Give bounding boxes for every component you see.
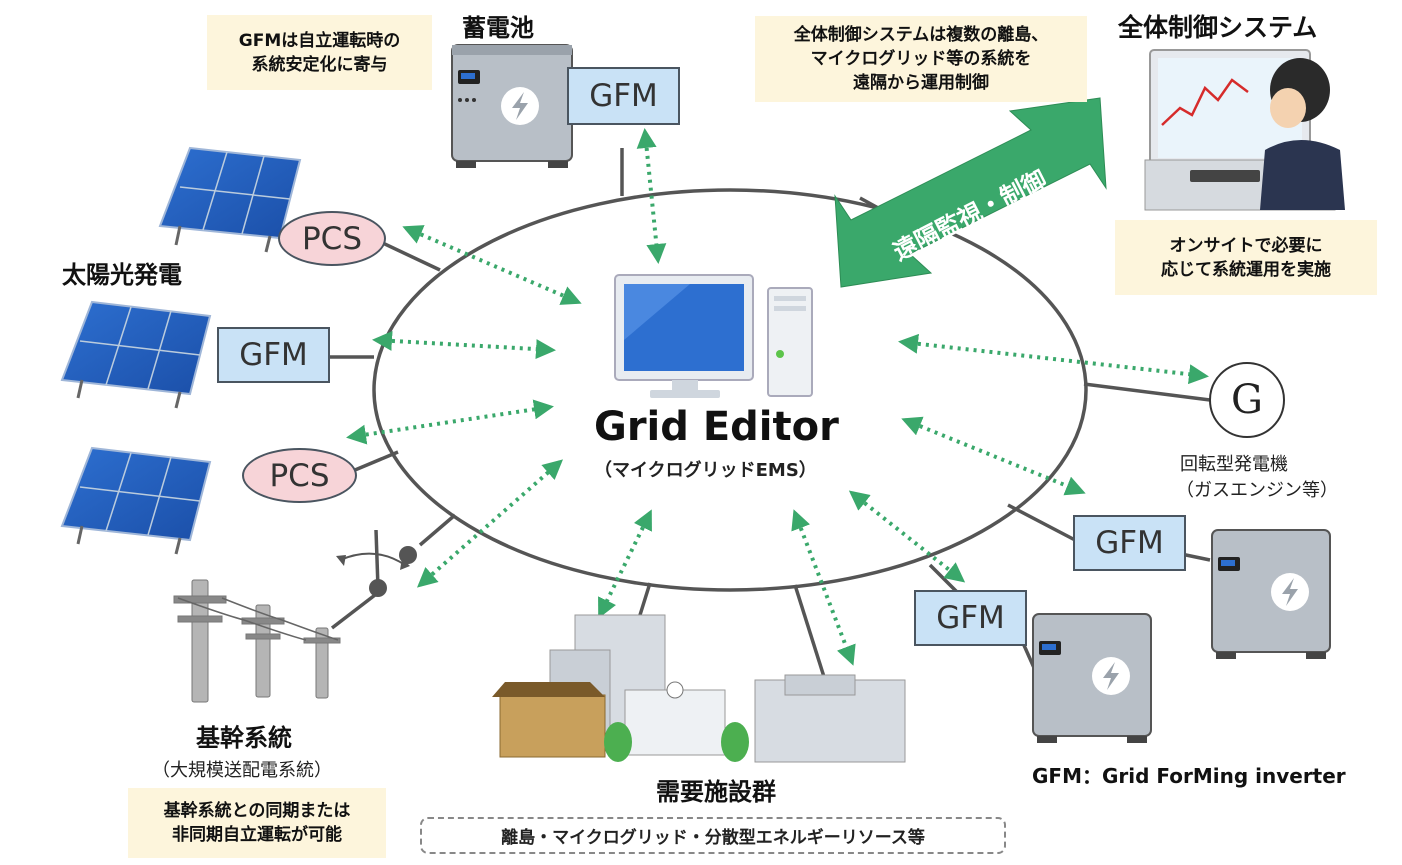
battery-icon-right-upper [1211,529,1331,659]
dotted-arrows [346,128,1209,666]
center-subtitle: （マイクログリッドEMS） [594,460,817,481]
gfm-box-solar: GFM [217,327,330,383]
trunk-grid-label: 基幹系統 [196,724,292,752]
utility-pole-icon [173,579,341,703]
desktop-computer-icon [614,274,813,398]
battery-icon-top [451,44,573,168]
gfm-stability-note: GFMは自立運転時の 系統安定化に寄与 [207,15,432,90]
solar-panel-icon-3 [60,446,212,555]
buildings-icon [492,614,906,763]
trunk-grid-note: 基幹系統との同期または 非同期自立運転が可能 [128,788,386,858]
gfm-box-battery-right-lower: GFM [914,590,1027,646]
pcs-ellipse-lower: PCS [242,448,357,503]
gfm-box-battery-right-upper: GFM [1073,515,1186,571]
gfm-box-battery-top: GFM [567,67,680,125]
solar-panel-icon-2 [60,300,212,409]
central-control-note: 全体制御システムは複数の離島、 マイクログリッド等の系統を 遠隔から運用制御 [755,16,1087,102]
trunk-grid-sublabel: （大規模送配電系統） [152,760,332,781]
generator-label: 回転型発電機 [1180,454,1288,475]
grid-ring [372,188,1088,592]
onsite-operation-note: オンサイトで必要に 応じて系統運用を実施 [1115,220,1377,295]
switch-icon [336,529,417,597]
generator-sublabel: （ガスエンジン等） [1176,480,1338,501]
solar-label: 太陽光発電 [62,261,182,289]
pcs-ellipse-upper: PCS [278,211,386,266]
generator-symbol: G [1231,377,1263,423]
battery-icon-right-lower [1032,613,1152,743]
operator-workstation-icon [1144,49,1345,211]
generator-symbol-circle [1209,362,1285,438]
central-control-label: 全体制御システム [1118,13,1318,42]
demand-facilities-label: 需要施設群 [656,778,776,806]
center-title: Grid Editor [594,404,839,450]
battery-label-top: 蓄電池 [462,14,534,42]
scope-note: 離島・マイクログリッド・分散型エネルギーリソース等 [420,817,1006,854]
remote-control-arrow [834,97,1107,288]
gfm-legend: GFM：Grid ForMing inverter [1032,764,1346,788]
